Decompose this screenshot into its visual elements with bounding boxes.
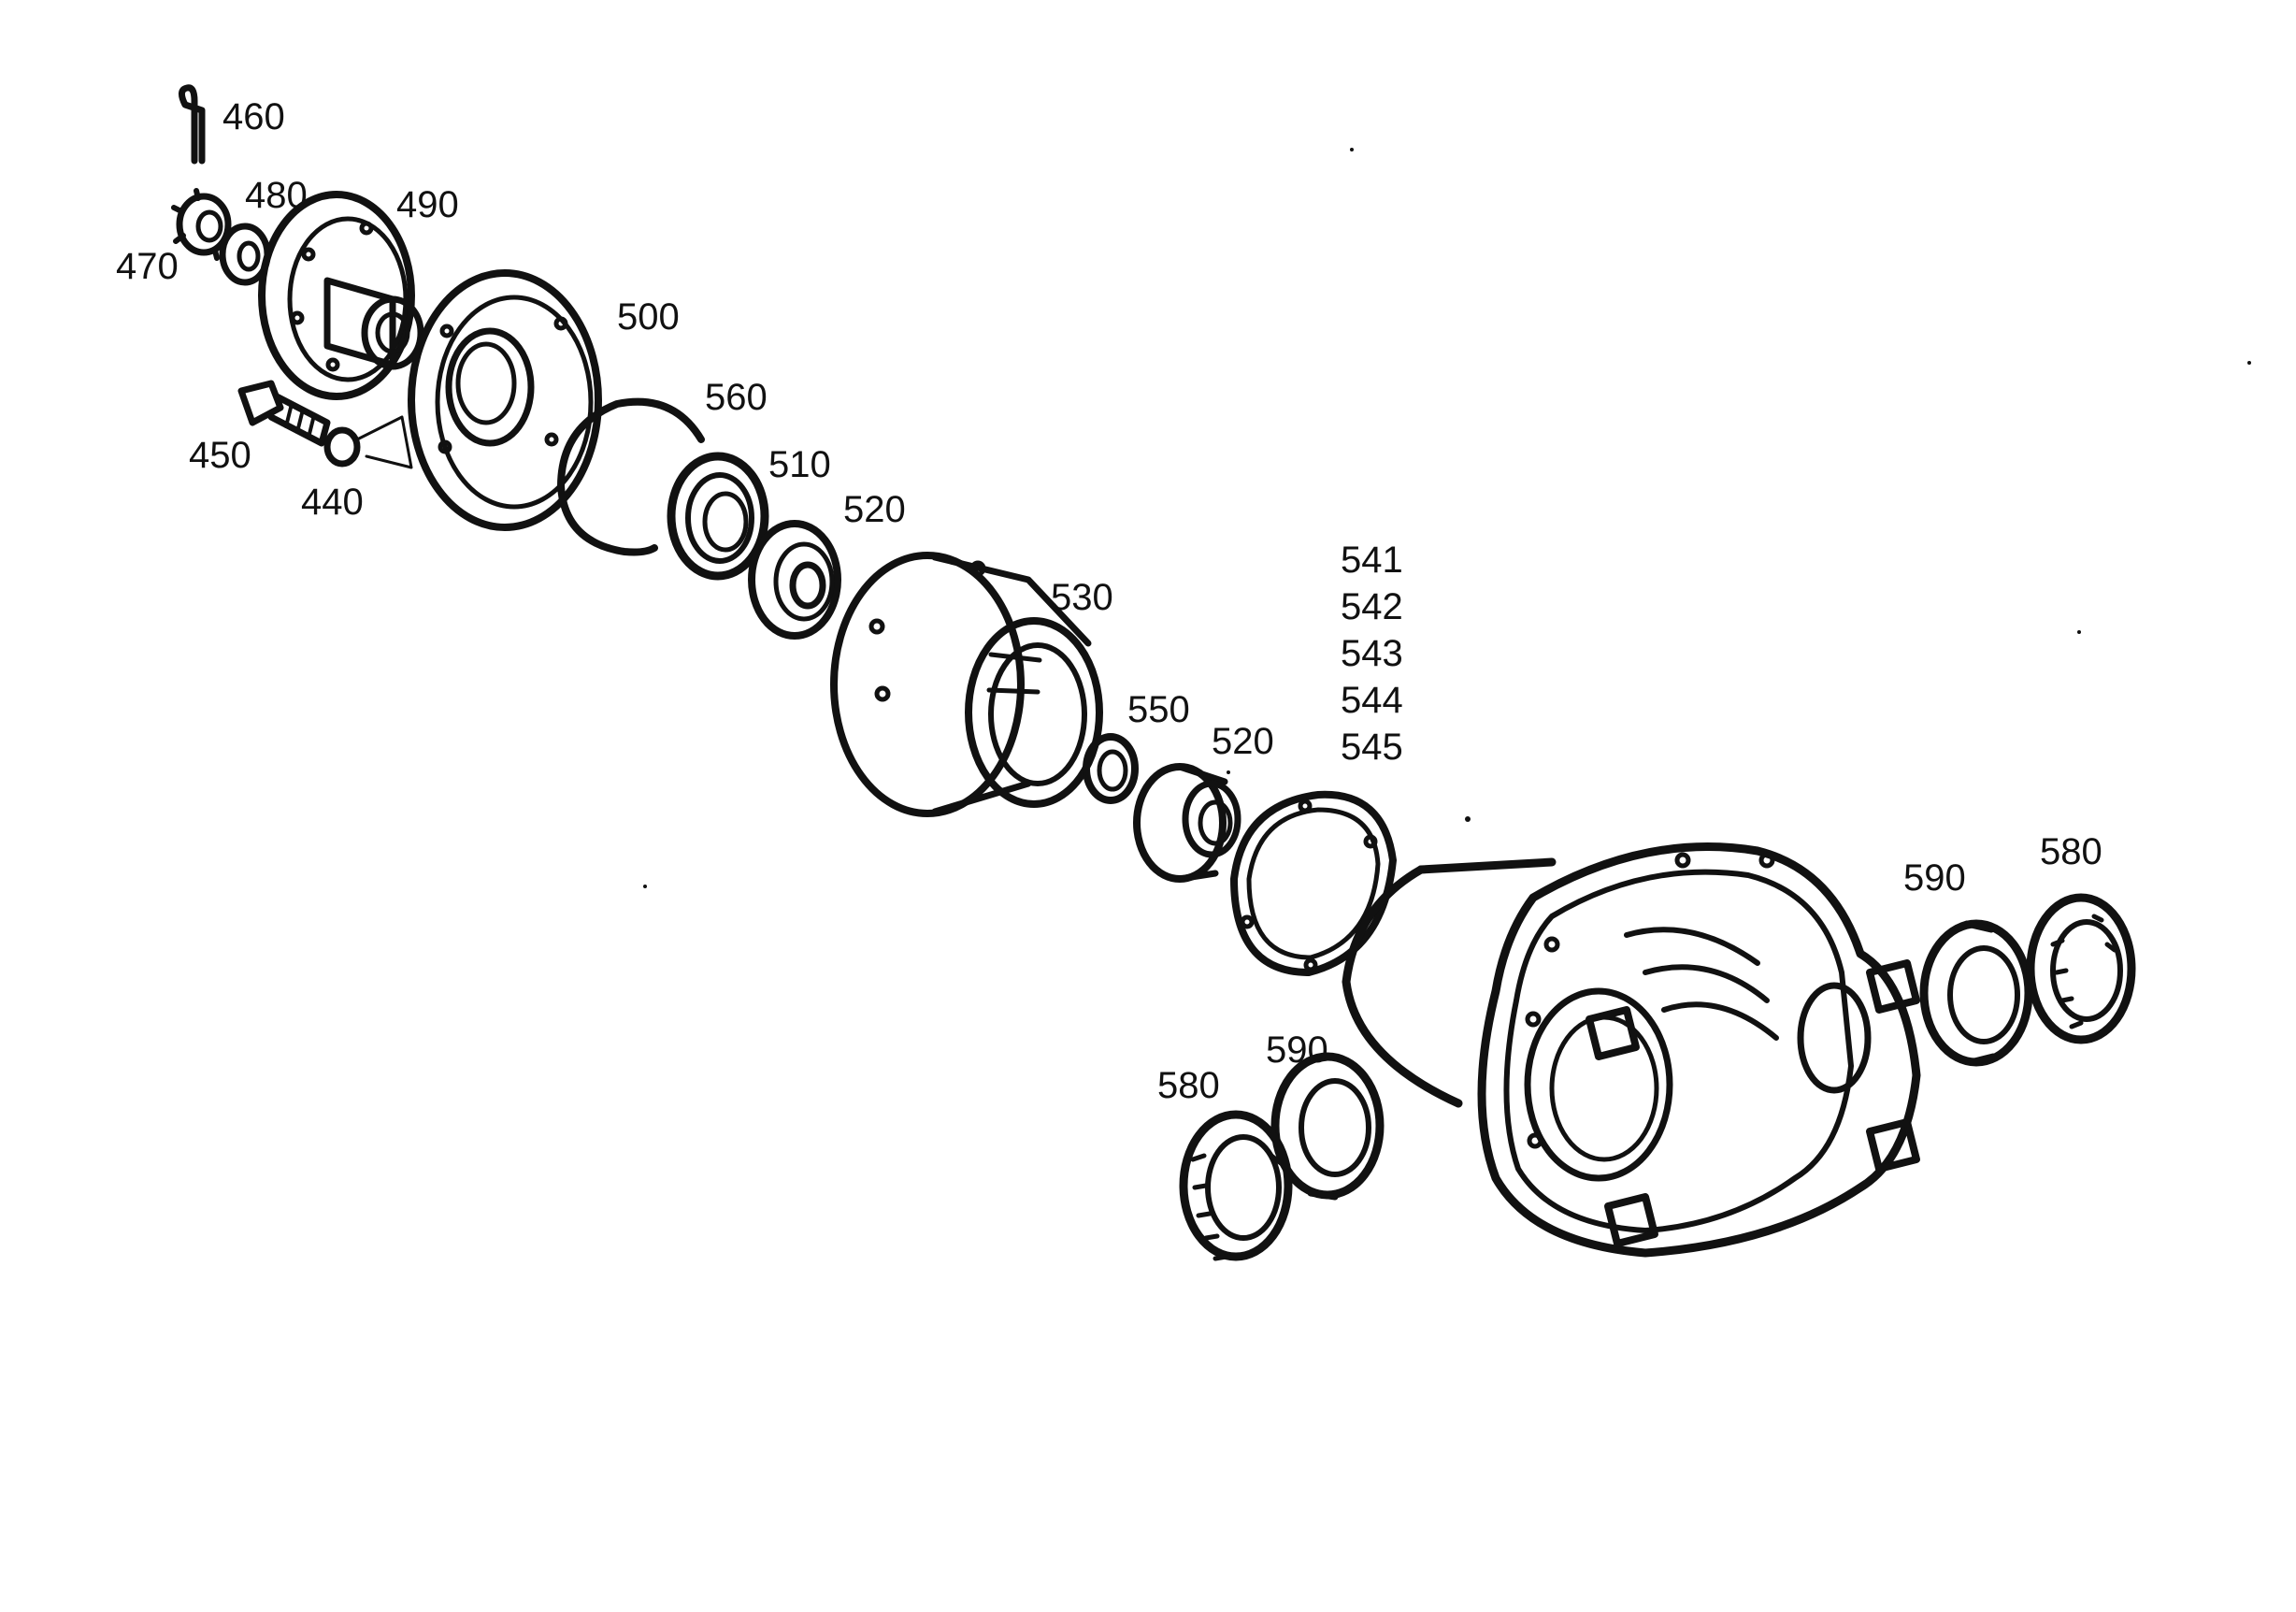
cover-plate-500	[408, 269, 602, 531]
label-541: 541	[1341, 540, 1403, 581]
label-470: 470	[116, 246, 179, 287]
castle-nut-470	[171, 188, 232, 261]
label-500: 500	[617, 296, 680, 338]
label-520-lower: 520	[1212, 721, 1274, 762]
label-590-left: 590	[1266, 1029, 1328, 1071]
label-460: 460	[222, 96, 285, 137]
flange-490	[258, 191, 424, 400]
bearing-520-upper	[748, 520, 841, 640]
differential-housing	[1342, 842, 1921, 1258]
print-specks	[643, 148, 2251, 888]
label-490: 490	[396, 184, 459, 225]
label-550: 550	[1127, 689, 1190, 730]
snap-ring-560	[557, 397, 705, 556]
bearing-housing-530	[830, 552, 1103, 817]
cotter-pin-460	[179, 84, 206, 165]
label-510: 510	[768, 444, 831, 485]
label-530: 530	[1051, 577, 1113, 618]
bolt-450	[237, 380, 331, 447]
spacer-ring-550	[1083, 733, 1139, 804]
label-590-right: 590	[1903, 857, 1966, 899]
lock-washer-440	[323, 415, 413, 469]
gasket-shims-541-545	[1230, 790, 1397, 976]
label-580-right: 580	[2040, 831, 2102, 872]
label-545: 545	[1341, 727, 1403, 768]
roller-bearing-580-left	[1179, 1110, 1293, 1261]
label-560: 560	[705, 377, 768, 418]
roller-bearing-580-right	[2026, 893, 2136, 1044]
bearing-race-590-left	[1270, 1052, 1385, 1201]
label-440: 440	[301, 482, 364, 523]
label-544: 544	[1341, 680, 1403, 721]
seal-510	[667, 452, 769, 581]
label-542: 542	[1341, 586, 1403, 627]
label-580-left: 580	[1157, 1065, 1220, 1106]
label-520-upper: 520	[843, 489, 906, 530]
label-480: 480	[245, 175, 308, 216]
label-543: 543	[1341, 633, 1403, 674]
bearing-race-590-right	[1919, 919, 2033, 1067]
label-450: 450	[189, 435, 251, 476]
bearing-520-lower	[1133, 763, 1241, 883]
